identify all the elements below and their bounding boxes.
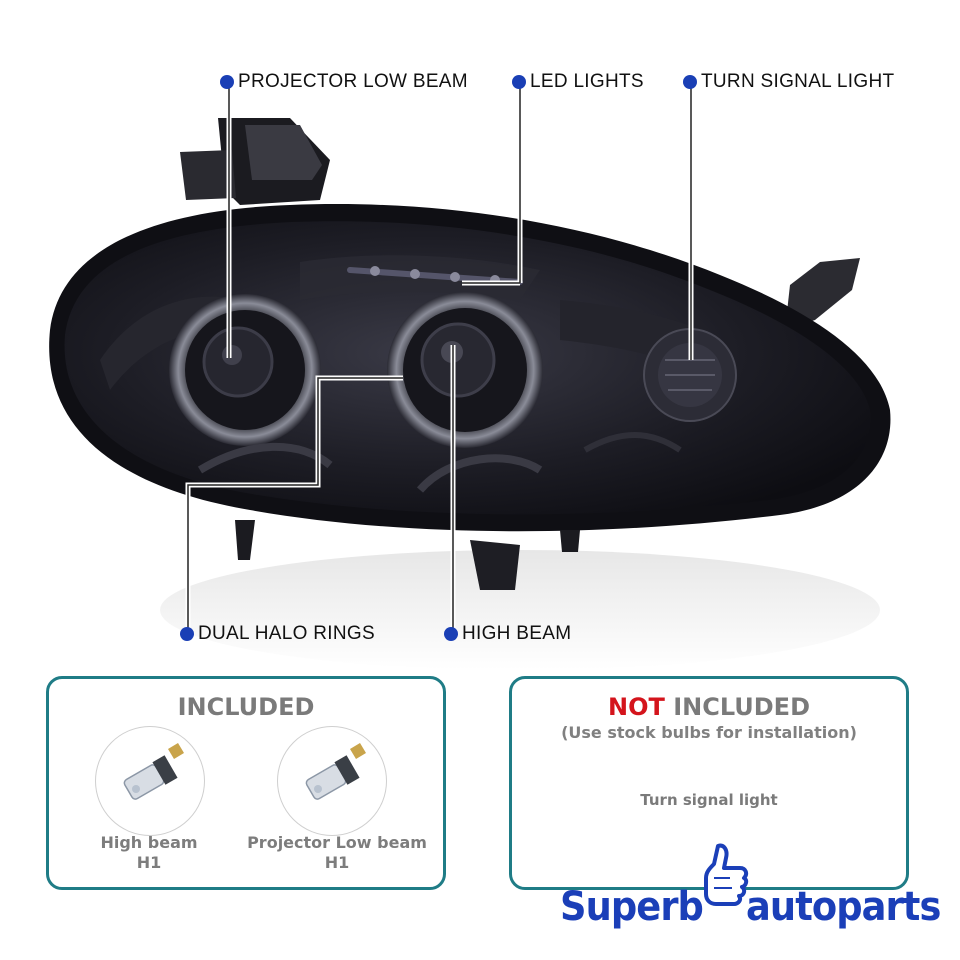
not-label: NOT <box>607 693 665 721</box>
not-included-panel: NOT INCLUDED (Use stock bulbs for instal… <box>509 676 909 890</box>
bulb-high-beam-label: High beam H1 <box>89 833 209 873</box>
callout-dot-icon <box>444 627 458 641</box>
callout-dot-icon <box>220 75 234 89</box>
callout-turn-signal-light: TURN SIGNAL LIGHT <box>683 71 894 93</box>
callout-dot-icon <box>180 627 194 641</box>
bulb-name: Projector Low beam <box>247 833 427 852</box>
bulb-type: H1 <box>136 853 162 872</box>
h1-bulb-icon <box>305 743 366 800</box>
brand-logo: Superb autoparts <box>560 843 941 942</box>
bulb-high-beam <box>95 726 205 836</box>
h1-bulb-icon <box>123 743 184 800</box>
included-label: INCLUDED <box>664 693 810 721</box>
floor-reflection <box>160 550 880 670</box>
callout-label: TURN SIGNAL LIGHT <box>701 71 895 92</box>
thumbs-up-icon <box>704 843 749 906</box>
mount-bracket-right <box>785 258 860 330</box>
callout-label: PROJECTOR LOW BEAM <box>238 71 468 92</box>
callout-projector-low-beam: PROJECTOR LOW BEAM <box>220 71 468 93</box>
not-included-item: Turn signal light <box>640 791 778 809</box>
bulb-projector-low-beam <box>277 726 387 836</box>
bulb-name: High beam <box>100 833 198 852</box>
callout-label: DUAL HALO RINGS <box>198 623 375 644</box>
bulb-type: H1 <box>324 853 350 872</box>
bulb-projector-low-beam-label: Projector Low beam H1 <box>245 833 429 873</box>
callout-dual-halo-rings: DUAL HALO RINGS <box>180 623 375 645</box>
callout-label: HIGH BEAM <box>462 623 572 644</box>
brand-right-text: autoparts <box>746 884 941 930</box>
headlight-illustration <box>49 86 891 670</box>
callout-dot-icon <box>512 75 526 89</box>
included-title: INCLUDED <box>177 693 315 721</box>
included-panel: INCLUDED High beam H1 Projector Low beam <box>46 676 446 890</box>
brand-left-text: Superb <box>560 884 704 930</box>
callout-label: LED LIGHTS <box>530 71 644 92</box>
not-included-title: NOT INCLUDED <box>512 693 906 721</box>
not-included-subtitle: (Use stock bulbs for installation) <box>561 723 857 742</box>
callout-dot-icon <box>683 75 697 89</box>
callout-high-beam: HIGH BEAM <box>444 623 571 645</box>
callout-led-lights: LED LIGHTS <box>512 71 644 93</box>
